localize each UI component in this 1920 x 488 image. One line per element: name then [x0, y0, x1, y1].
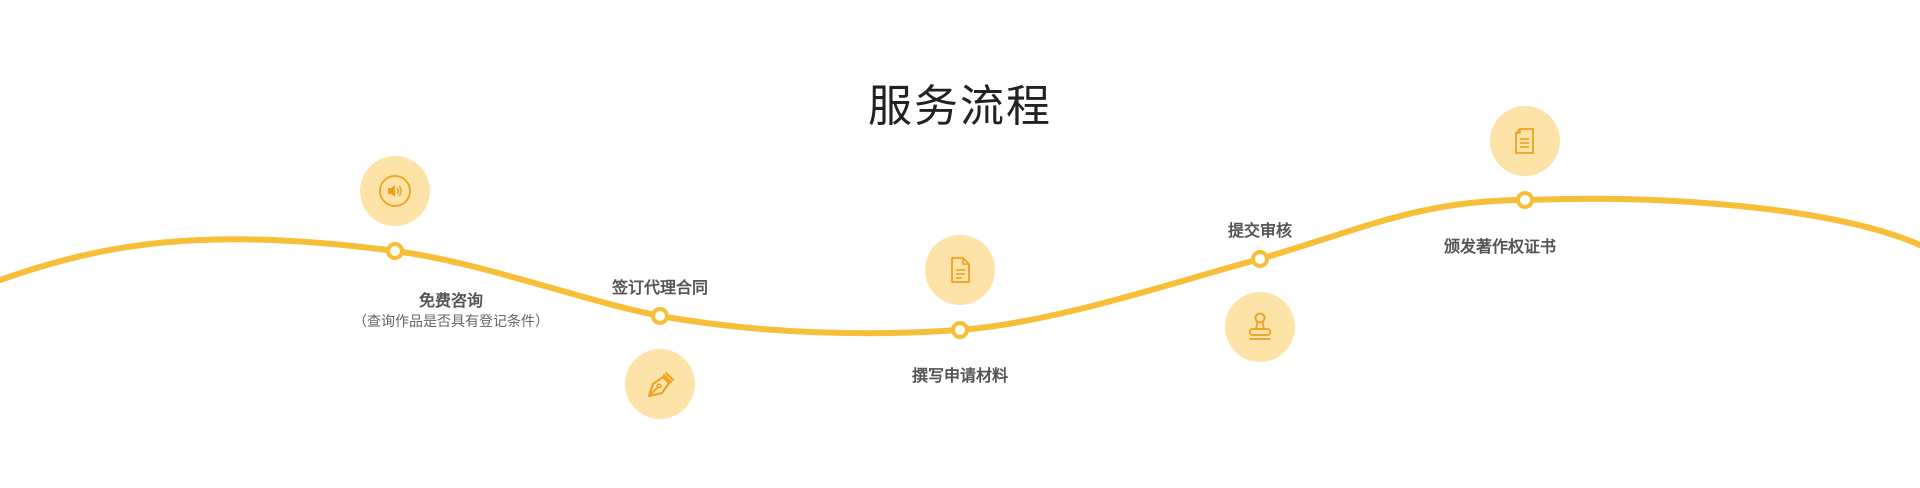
page-title: 服务流程 [868, 81, 1052, 132]
step-1-icon-badge [360, 156, 430, 226]
step-3-icon-badge [925, 235, 995, 305]
step-4-label: 提交审核 [1227, 221, 1292, 240]
step-node-4 [1251, 250, 1269, 268]
step-node-1 [386, 242, 404, 260]
step-1-sublabel: （查询作品是否具有登记条件） [353, 314, 549, 330]
step-node-5 [1516, 191, 1534, 209]
step-2-label: 签订代理合同 [611, 278, 708, 297]
step-node-2 [651, 307, 669, 325]
step-node-3 [951, 321, 969, 339]
speaker-icon [379, 175, 411, 207]
pen-nib-icon [648, 372, 674, 397]
stamp-icon [1249, 312, 1271, 340]
document-icon [951, 257, 970, 283]
step-1-label: 免费咨询 [418, 291, 483, 310]
certificate-icon [1515, 128, 1534, 154]
step-5-label: 颁发著作权证书 [1443, 237, 1556, 256]
step-4-icon-badge [1225, 292, 1295, 362]
step-2-icon-badge [625, 349, 695, 419]
step-5-icon-badge [1490, 106, 1560, 176]
step-3-label: 撰写申请材料 [911, 366, 1008, 385]
